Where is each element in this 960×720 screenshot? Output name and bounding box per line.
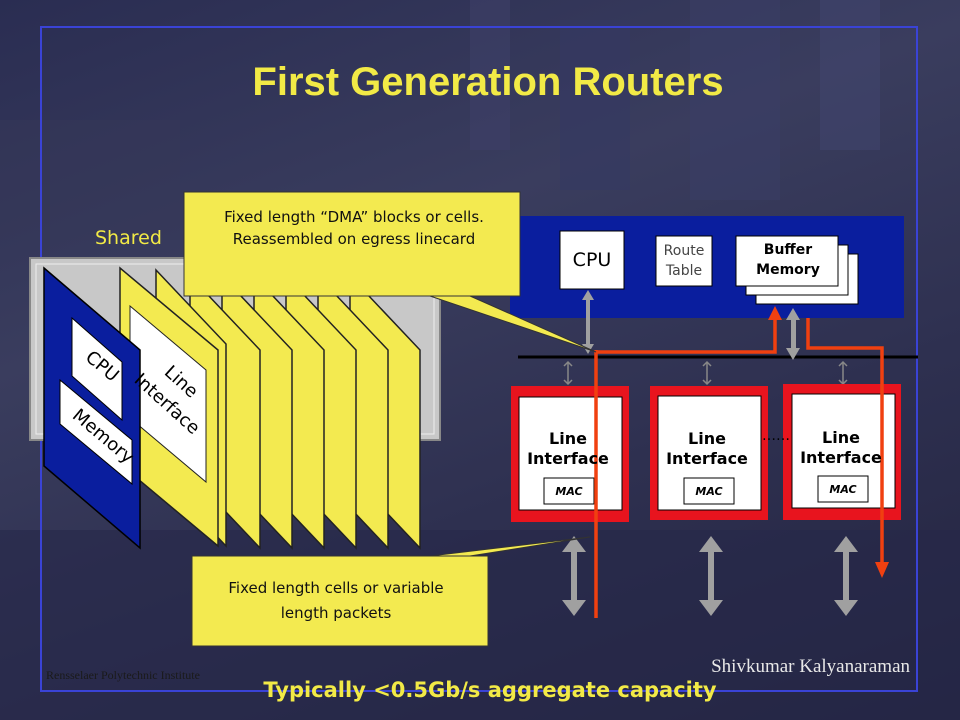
linecard-2-mac: MAC	[695, 485, 723, 498]
shared-label: Shared	[95, 227, 162, 249]
red-data-path	[594, 318, 884, 618]
linecard-3-mac: MAC	[829, 483, 857, 496]
capacity-caption: Typically <0.5Gb/s aggregate capacity	[263, 678, 717, 702]
callout-bottom-pointer	[429, 536, 591, 557]
footer-institution: Rensselaer Polytechnic Institute	[46, 668, 200, 682]
yellow-linecards	[119, 266, 421, 550]
callout-bottom-box	[191, 555, 489, 647]
callout-bottom-text: Fixed length cells or variable length pa…	[228, 579, 444, 622]
buffer-memory-chip	[735, 235, 839, 287]
callout-top-box	[183, 191, 521, 297]
slide-title: First Generation Routers	[252, 60, 724, 104]
route-table-chip	[655, 235, 713, 287]
cpu-chip	[559, 230, 625, 290]
linecard-2-label: Line Interface	[666, 429, 748, 468]
linecard-1	[511, 386, 629, 522]
linecard-2	[650, 386, 768, 520]
linecard-3-label: Line Interface	[800, 428, 882, 467]
route-table-label: Route Table	[663, 243, 705, 279]
callout-top-text: Fixed length “DMA” blocks or cells. Reas…	[224, 208, 484, 248]
footer-author: Shivkumar Kalyanaraman	[711, 656, 910, 677]
grey-arrows	[562, 290, 858, 616]
ellipsis: ……	[762, 428, 790, 444]
cpu-memory-card	[43, 266, 141, 550]
top-cpu-label: CPU	[572, 249, 612, 271]
buffer-memory-label: Buffer Memory	[756, 242, 820, 278]
linecard-1-label: Line Interface	[527, 429, 609, 468]
linecard-1-mac: MAC	[555, 485, 583, 498]
